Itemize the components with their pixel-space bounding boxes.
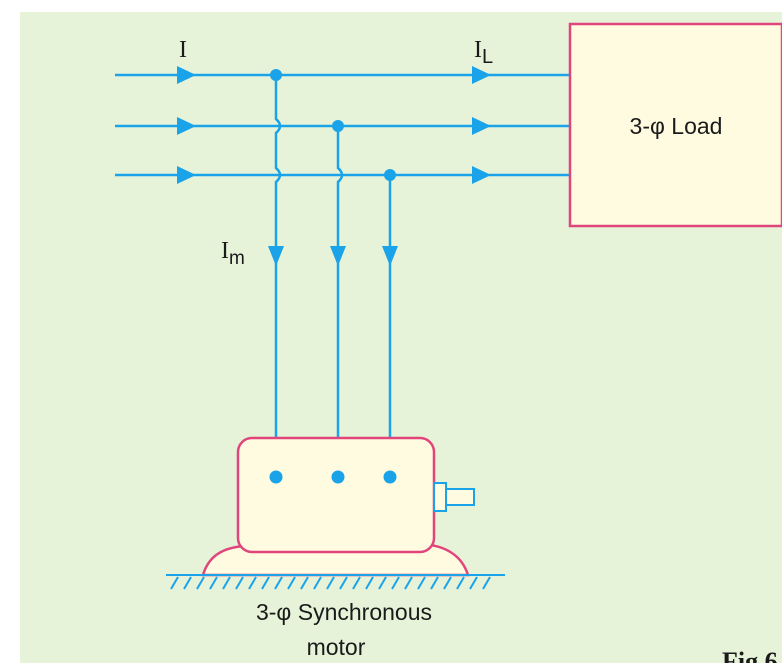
junction-dots (270, 69, 396, 181)
junction-dot-1 (270, 69, 282, 81)
motor-tap-wires (274, 75, 392, 476)
ground-hatch-mark (469, 576, 478, 590)
ground-hatch-mark (443, 576, 452, 590)
ground-hatch-mark (261, 576, 270, 590)
ground-hatch-mark (482, 576, 491, 590)
motor-arrows (268, 246, 398, 266)
label-load-current-main: I (474, 37, 482, 63)
label-motor-current: Im (221, 238, 245, 269)
ground-hatch-mark (313, 576, 322, 590)
ground-hatch (170, 576, 491, 590)
ground-hatch-mark (456, 576, 465, 590)
junction-dot-2 (332, 120, 344, 132)
ground-hatch-mark (404, 576, 413, 590)
ground-hatch-mark (274, 576, 283, 590)
junction-dot-3 (384, 169, 396, 181)
ground-hatch-mark (209, 576, 218, 590)
motor-body (236, 436, 436, 554)
arrow-line3-load (472, 166, 491, 184)
motor-terminals (269, 470, 397, 484)
tap-wire-2 (336, 126, 344, 476)
ground-hatch-mark (300, 576, 309, 590)
arrow-tap-2 (330, 246, 346, 266)
ground-hatch-mark (235, 576, 244, 590)
load-box (568, 22, 782, 228)
supply-arrows (177, 66, 491, 184)
ground-hatch-mark (196, 576, 205, 590)
label-load-current-sub: L (482, 46, 493, 68)
ground-hatch-mark (339, 576, 348, 590)
ground (166, 574, 505, 590)
motor-label-line2: motor (307, 634, 366, 660)
ground-hatch-mark (170, 576, 179, 590)
motor-label-line1: 3-φ Synchronous (256, 599, 432, 625)
motor-shaft (445, 488, 475, 506)
ground-hatch-mark (183, 576, 192, 590)
label-motor-current-main: I (221, 238, 229, 264)
ground-hatch-mark (248, 576, 257, 590)
ground-hatch-mark (222, 576, 231, 590)
label-load-current: IL (474, 37, 493, 68)
arrow-line2-load (472, 117, 491, 135)
arrow-line2-input (177, 117, 196, 135)
ground-hatch-mark (287, 576, 296, 590)
label-supply-current: I (179, 37, 187, 63)
motor-shaft-collar (433, 482, 447, 512)
ground-hatch-mark (391, 576, 400, 590)
motor-terminal-3 (383, 470, 397, 484)
label-motor-current-sub: m (229, 248, 245, 269)
ground-hatch-mark (326, 576, 335, 590)
ground-hatch-mark (365, 576, 374, 590)
ground-hatch-mark (352, 576, 361, 590)
load-box-label: 3-φ Load (630, 113, 723, 139)
motor-terminal-2 (331, 470, 345, 484)
ground-hatch-mark (378, 576, 387, 590)
ground-hatch-mark (417, 576, 426, 590)
tap-wire-1 (274, 75, 282, 476)
arrow-line1-load (472, 66, 491, 84)
ground-hatch-mark (430, 576, 439, 590)
arrow-line1-input (177, 66, 196, 84)
motor-terminal-1 (269, 470, 283, 484)
arrow-line3-input (177, 166, 196, 184)
arrow-tap-1 (268, 246, 284, 266)
arrow-tap-3 (382, 246, 398, 266)
figure-caption: Fig.6 (722, 647, 778, 663)
